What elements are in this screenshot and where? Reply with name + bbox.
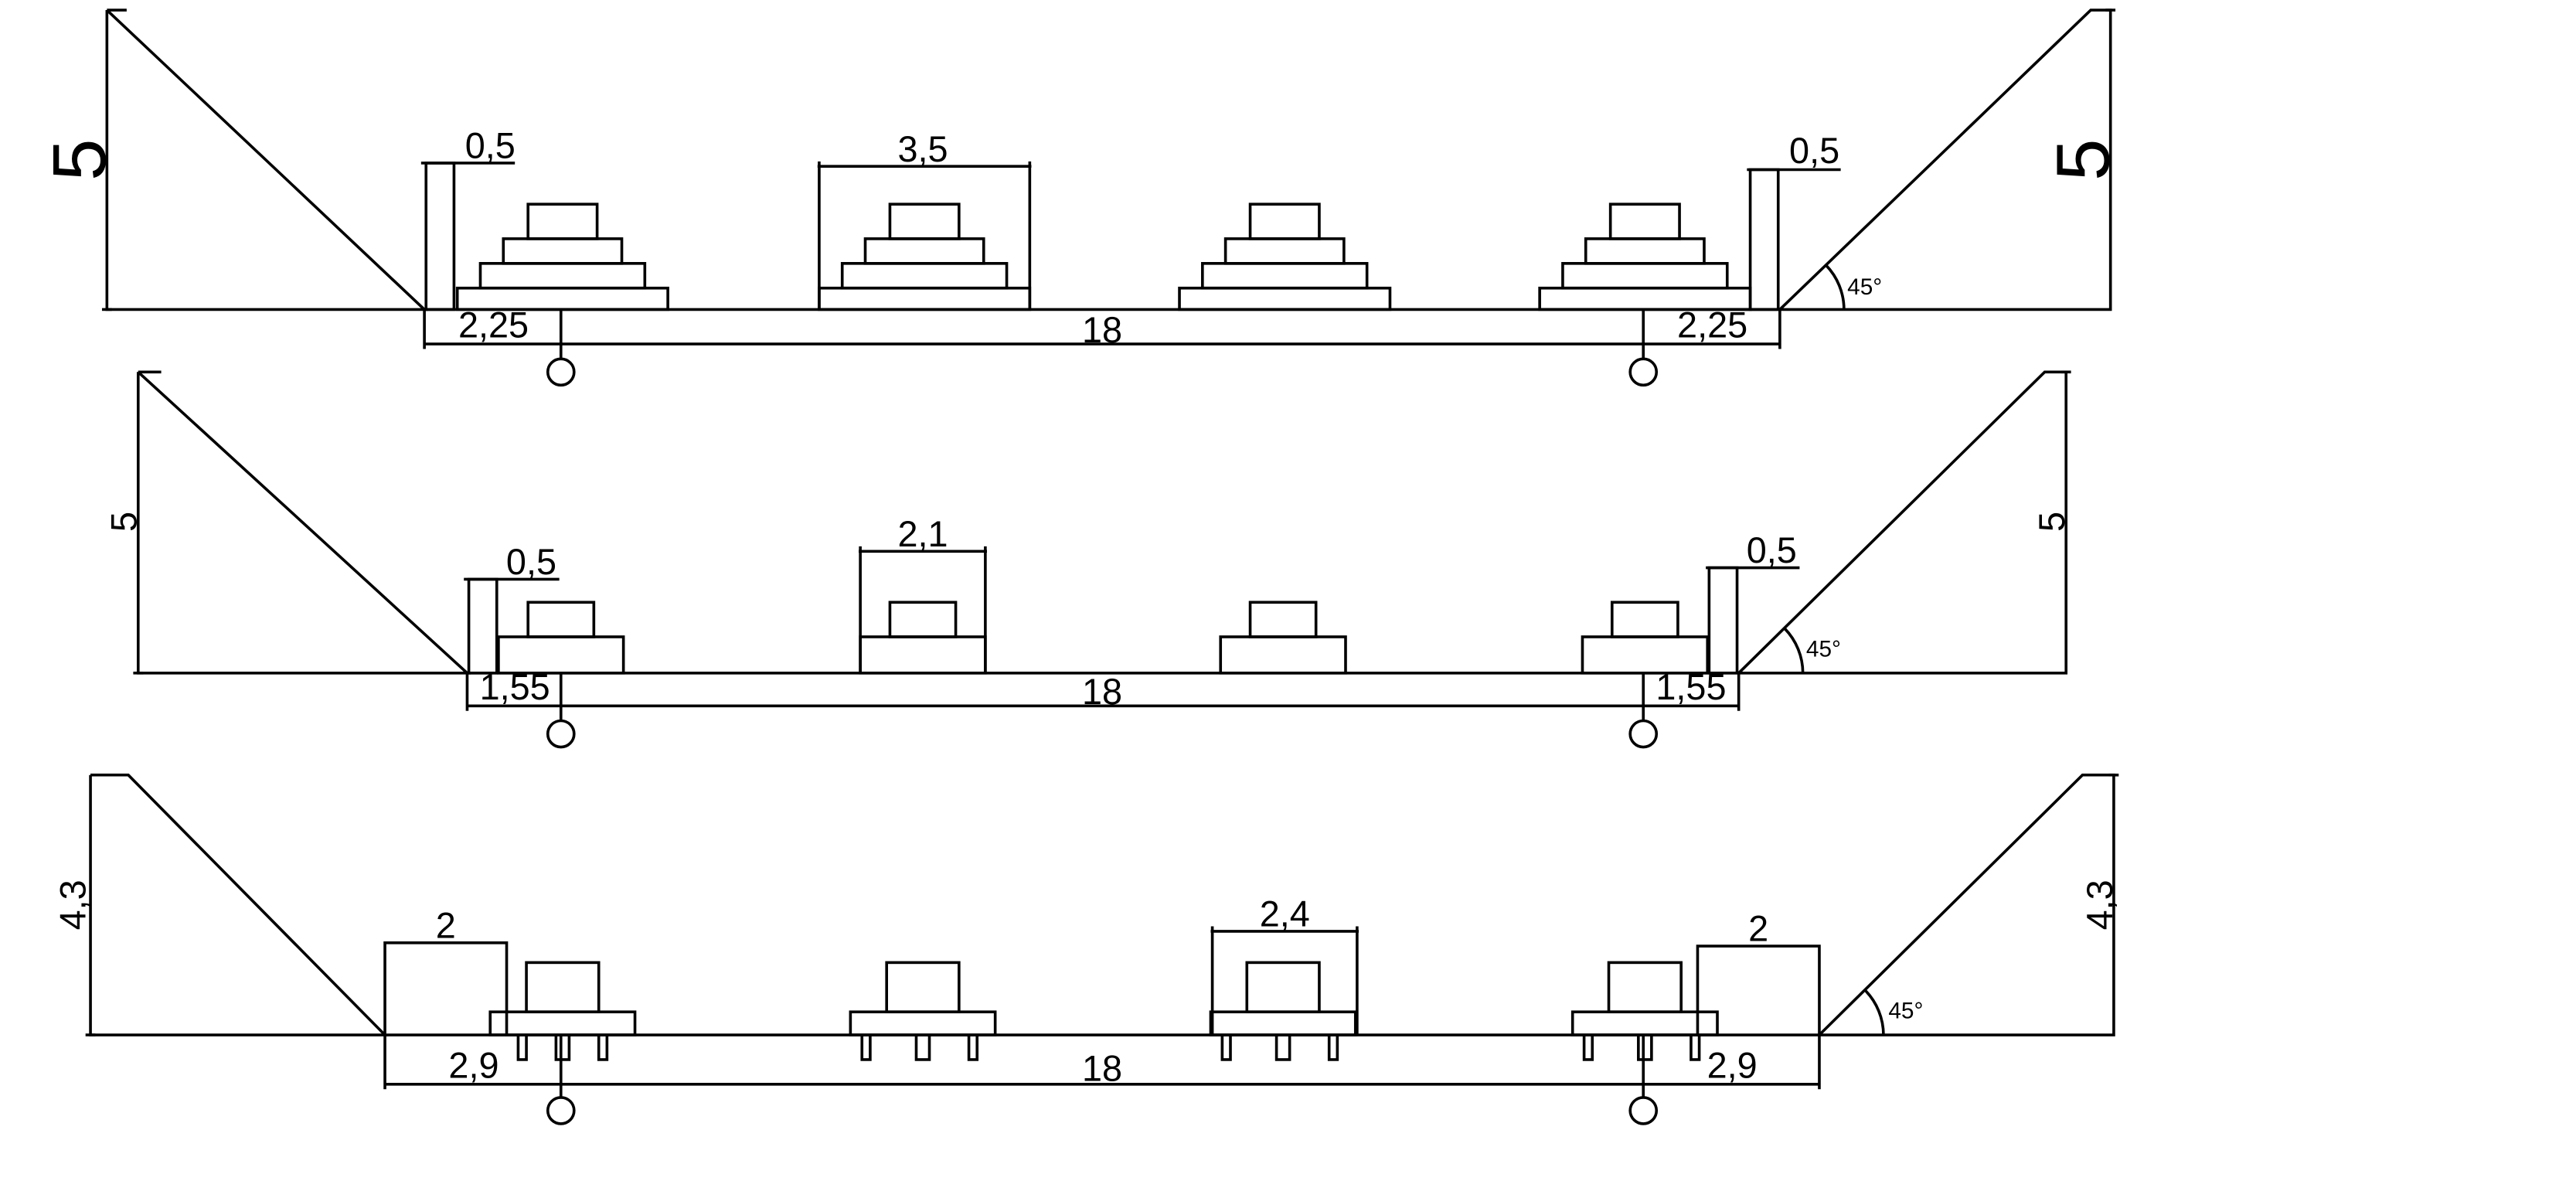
slope-angle-label: 45°	[1888, 999, 1923, 1024]
right-embankment	[1818, 773, 2115, 1036]
stepped-footing	[455, 203, 669, 311]
left-offset-label: 1,55	[480, 667, 550, 707]
right-wall	[1748, 168, 1780, 311]
right-wall-dim	[1696, 944, 1821, 1036]
left-wall	[424, 162, 456, 311]
right-wall	[1707, 566, 1739, 675]
right-height-label: 5	[2040, 139, 2125, 181]
left-embankment	[89, 773, 389, 1036]
stepped-footing	[1538, 203, 1752, 311]
right-height-label: 4,3	[2080, 880, 2120, 930]
stepped-footing	[1581, 601, 1710, 675]
left-height-label: 4,3	[53, 880, 94, 930]
right-offset-label: 2,25	[1677, 305, 1747, 345]
left-wall-thickness-label: 0,5	[506, 542, 556, 582]
stepped-footing	[818, 203, 1032, 311]
span-label: 18	[1082, 672, 1122, 712]
right-height-label: 5	[2032, 512, 2072, 532]
pile-footing	[849, 961, 997, 1061]
right-offset-label: 2,9	[1707, 1045, 1758, 1085]
left-height-label: 5	[36, 139, 121, 181]
slope-angle-label: 45°	[1847, 274, 1882, 300]
angle-arc	[1783, 628, 1805, 673]
left-wall-thickness-label: 2	[436, 905, 456, 945]
stepped-footing	[1219, 601, 1347, 675]
support-circle	[1628, 357, 1659, 387]
stepped-footing	[859, 601, 987, 675]
right-wall-thickness-label: 0,5	[1747, 530, 1797, 570]
right-offset-label: 1,55	[1656, 667, 1726, 707]
span-label: 18	[1082, 1049, 1122, 1089]
left-embankment	[105, 9, 428, 311]
stepped-footing	[1178, 203, 1392, 311]
footing-width-label: 3,5	[897, 129, 948, 169]
left-wall-dim	[383, 941, 509, 1036]
left-height-label: 5	[104, 512, 145, 532]
support-circle	[546, 719, 576, 749]
right-embankment	[1737, 370, 2068, 675]
support-circle	[546, 357, 576, 387]
angle-arc	[1864, 989, 1885, 1036]
section-3: 4,3 4,3 2 2 2,4 2,9 2,9 18 45°	[53, 773, 2120, 1125]
footing-width-label: 2,4	[1260, 894, 1310, 934]
left-wall	[467, 577, 499, 675]
support-circle	[1628, 1096, 1659, 1125]
left-offset-label: 2,25	[458, 305, 529, 345]
left-wall-thickness-label: 0,5	[465, 126, 516, 166]
section-1: 5 5 0,5 0,5 3,5 2,25 2,25 18 45°	[36, 9, 2125, 387]
span-label: 18	[1082, 310, 1122, 350]
stepped-footing	[497, 601, 625, 675]
right-wall-thickness-label: 2	[1748, 909, 1768, 949]
angle-arc	[1825, 264, 1846, 310]
pile-footing	[1209, 961, 1357, 1061]
left-offset-label: 2,9	[448, 1045, 499, 1085]
support-circle	[546, 1096, 576, 1125]
footing-width-label: 2,1	[897, 514, 948, 554]
pile-footing	[488, 961, 637, 1061]
slope-angle-label: 45°	[1806, 636, 1841, 662]
pile-footing	[1570, 961, 1719, 1061]
right-wall-thickness-label: 0,5	[1789, 131, 1839, 171]
left-embankment	[136, 370, 471, 675]
section-2: 5 5 0,5 0,5 2,1 1,55 1,55 18 45°	[104, 370, 2072, 749]
support-circle	[1628, 719, 1659, 749]
